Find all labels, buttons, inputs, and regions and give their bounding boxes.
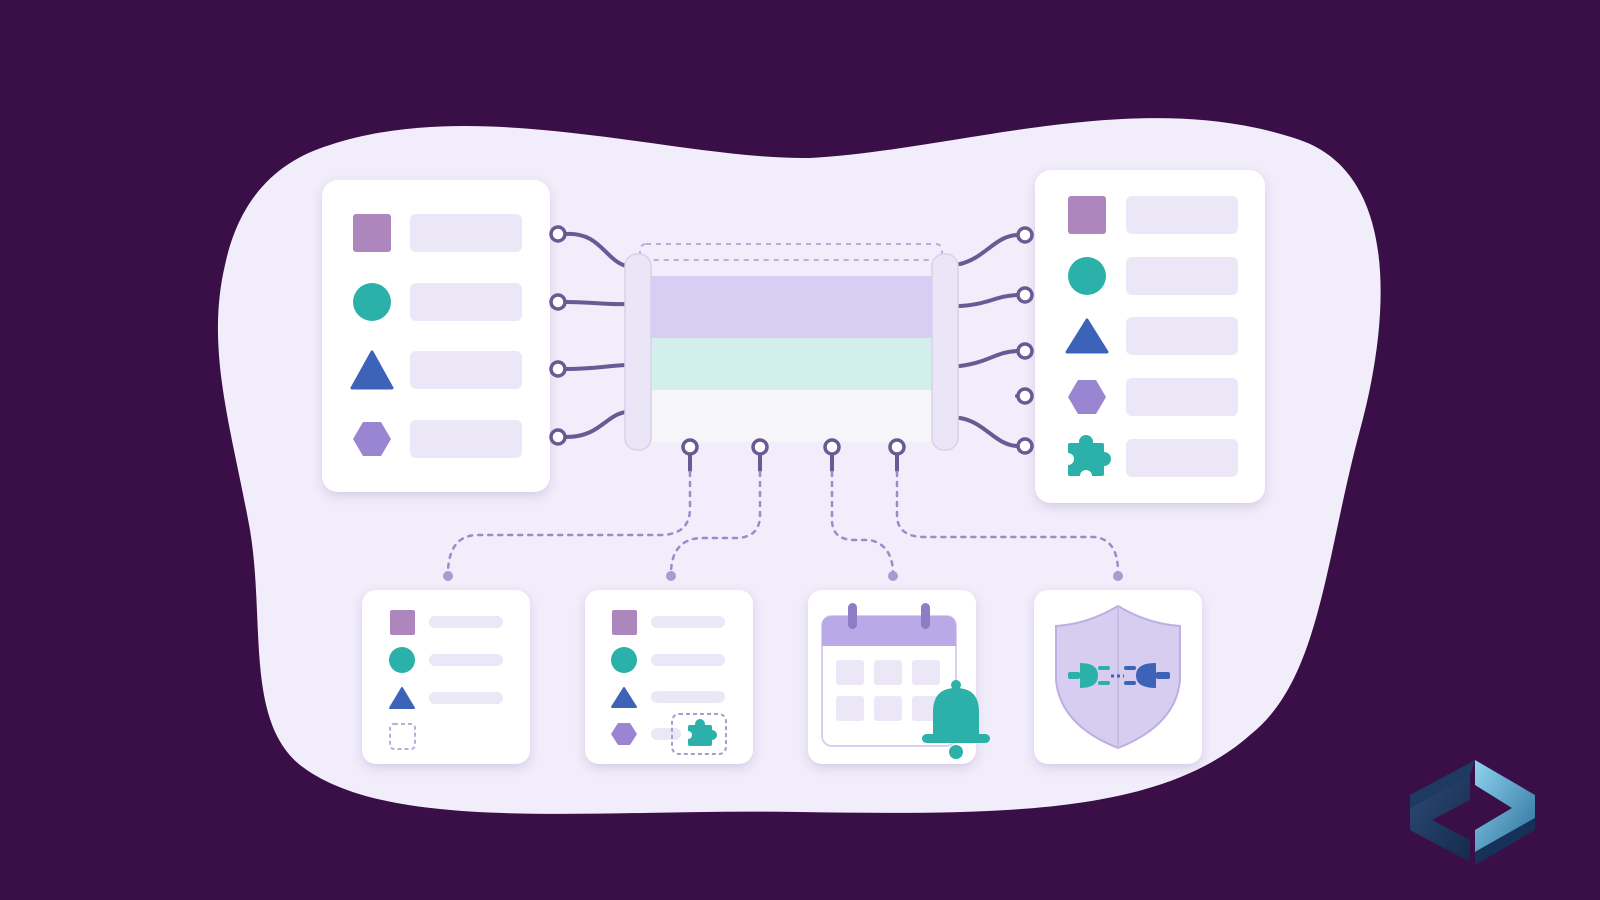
hub-roller-left xyxy=(624,253,652,451)
list-bar xyxy=(410,283,522,321)
circle-icon xyxy=(389,647,415,673)
list-bar xyxy=(1126,257,1238,295)
dotted-links xyxy=(446,470,1120,574)
list-bar xyxy=(651,691,725,703)
list-bar xyxy=(429,616,503,628)
list-bar xyxy=(1126,378,1238,416)
calendar-icon xyxy=(821,603,957,747)
left-connectors xyxy=(564,231,628,439)
hexagon-icon xyxy=(611,723,637,745)
square-icon xyxy=(353,214,391,252)
circle-icon xyxy=(353,283,391,321)
hub-layer-top xyxy=(638,276,958,338)
list-bar xyxy=(410,351,522,389)
triangle-icon xyxy=(611,687,637,708)
puzzle-slot xyxy=(671,713,727,755)
hub-bottom-ports xyxy=(681,438,906,456)
right-connectors xyxy=(958,233,1019,448)
list-bar xyxy=(410,420,522,458)
list-bar xyxy=(1126,439,1238,477)
circle-icon xyxy=(1068,257,1106,295)
list-bar xyxy=(1126,196,1238,234)
hub-roller-right xyxy=(931,253,959,451)
dotted-link-ends xyxy=(443,571,1123,581)
empty-slot-icon xyxy=(389,723,416,750)
list-bar xyxy=(651,728,681,740)
left-connector-ports xyxy=(549,225,567,446)
central-hub xyxy=(624,243,959,451)
square-icon xyxy=(612,610,637,635)
bell-icon xyxy=(922,680,990,759)
circle-icon xyxy=(611,647,637,673)
list-bar xyxy=(429,654,503,666)
left-list-card xyxy=(322,180,550,492)
square-icon xyxy=(1068,196,1106,234)
list-bar xyxy=(429,692,503,704)
list-bar xyxy=(651,654,725,666)
bottom-card-checklist xyxy=(362,590,530,764)
hub-layer-bottom xyxy=(638,390,958,442)
bottom-card-shield xyxy=(1034,590,1202,764)
triangle-icon xyxy=(1065,318,1109,354)
triangle-icon xyxy=(350,350,394,390)
right-list-card xyxy=(1035,170,1265,503)
list-bar xyxy=(1126,317,1238,355)
triangle-icon xyxy=(389,687,415,709)
plug-right-icon xyxy=(1124,663,1170,688)
hexagon-icon xyxy=(353,422,391,456)
puzzle-icon xyxy=(1062,435,1111,482)
list-bar xyxy=(410,214,522,252)
cube-logo-icon xyxy=(1410,760,1535,865)
plug-left-icon xyxy=(1068,663,1110,688)
puzzle-icon xyxy=(684,719,717,746)
list-bar xyxy=(651,616,725,628)
right-connector-ports xyxy=(1016,226,1034,455)
bottom-card-puzzle xyxy=(585,590,753,764)
hexagon-icon xyxy=(1068,380,1106,414)
square-icon xyxy=(390,610,415,635)
bottom-card-calendar xyxy=(808,590,990,764)
hub-layer-middle xyxy=(638,338,958,390)
